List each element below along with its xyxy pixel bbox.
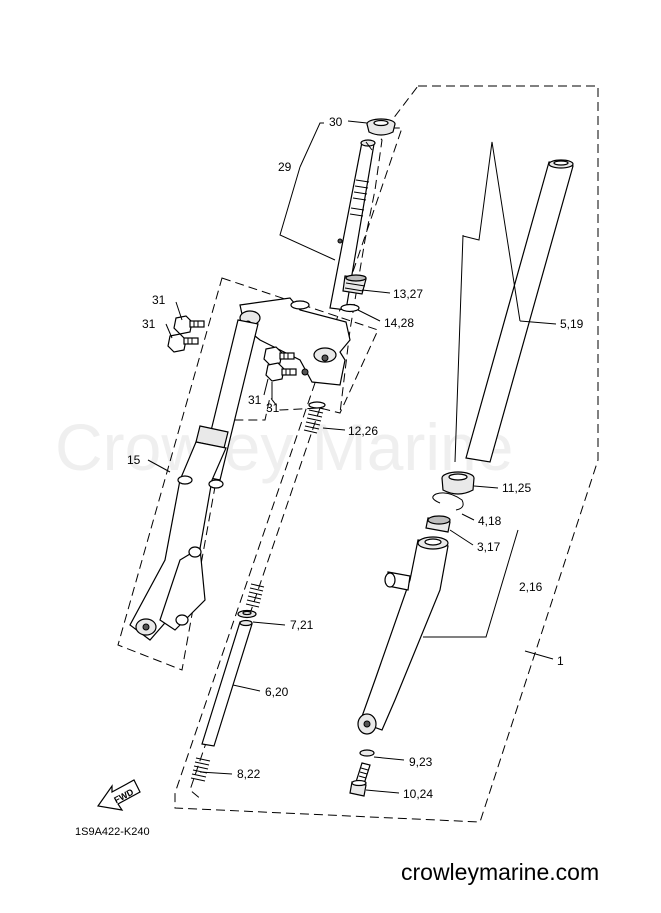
callout-12-26: 12,26 <box>348 424 378 438</box>
leader-lines <box>147 120 557 794</box>
callout-10-24: 10,24 <box>403 787 433 801</box>
callout-6-20: 6,20 <box>265 685 289 699</box>
part-13-27-plug <box>342 274 367 295</box>
callout-31-d: 31 <box>266 401 280 415</box>
callout-11-25: 11,25 <box>502 481 531 495</box>
website-label: crowleymarine.com <box>401 859 599 885</box>
callout-31-c: 31 <box>248 393 262 407</box>
lower-part-dashed-outline <box>189 407 321 801</box>
part-7-21-washer <box>237 609 257 619</box>
part-31-bolt-upper-left <box>173 315 205 335</box>
part-3-17-bushing <box>425 515 451 533</box>
part-30-cap <box>366 118 396 136</box>
callout-4-18: 4,18 <box>478 514 502 528</box>
part-9-23-washer <box>359 749 375 757</box>
part-31-bolt-lower-right <box>265 362 297 382</box>
part-14-28-o-ring <box>340 303 360 313</box>
part-12-26-spring <box>303 401 326 434</box>
watermark-text: Crowley Marine <box>55 410 513 484</box>
part-5-19-outer-tube <box>465 159 574 463</box>
callout-31-a: 31 <box>152 293 166 307</box>
callout-7-21: 7,21 <box>290 618 314 632</box>
callout-8-22: 8,22 <box>237 767 261 781</box>
callout-2-16: 2,16 <box>519 580 543 594</box>
callout-5-19: 5,19 <box>560 317 584 331</box>
drawing-code: 1S9A422-K240 <box>75 826 150 838</box>
part-6-20-rod <box>201 619 253 747</box>
part-4-18-circlip <box>432 492 464 511</box>
fwd-arrow-icon: FWD <box>96 779 141 811</box>
part-31-bolt-lower-left <box>167 333 199 353</box>
callout-30: 30 <box>329 115 343 129</box>
part-29-steering-stem <box>329 139 376 311</box>
part-10-24-bolt <box>349 762 371 797</box>
part-8-22-spring <box>190 757 211 782</box>
callout-3-17: 3,17 <box>477 540 501 554</box>
part-31-bolt-upper-right <box>263 346 295 366</box>
callout-13-27: 13,27 <box>393 287 423 301</box>
part-2-16-lower-fork-leg <box>357 536 449 735</box>
callout-1: 1 <box>557 654 564 668</box>
part-11-25-seal <box>441 471 475 495</box>
inner-fork-dashed-outline <box>339 127 383 414</box>
callout-14-28: 14,28 <box>384 316 414 330</box>
callout-29: 29 <box>278 160 292 174</box>
steering-assembly-dashed-outline <box>117 277 379 671</box>
part-15-fork-leg <box>129 319 259 641</box>
inner-spring <box>245 583 265 608</box>
callout-31-b: 31 <box>142 317 156 331</box>
callout-15: 15 <box>127 453 141 467</box>
callout-9-23: 9,23 <box>409 755 433 769</box>
